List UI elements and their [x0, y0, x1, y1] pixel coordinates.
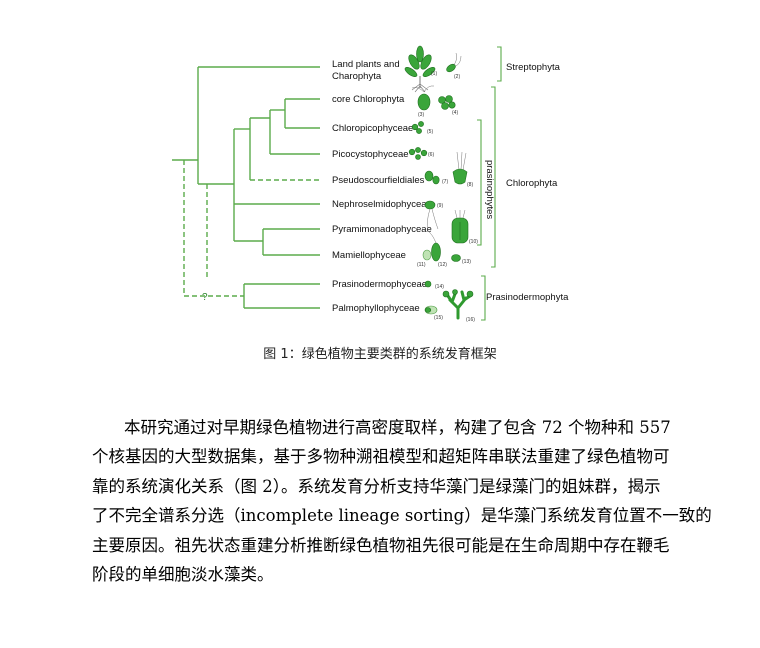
prasinodermophyta-bracket — [481, 276, 485, 320]
clade-label-prasinodermophyta: Prasinodermophyta — [486, 292, 569, 303]
paragraph-line: 了不完全谱系分选（incomplete lineage sorting）是华藻门… — [92, 501, 672, 530]
prasinophytes-bracket — [477, 120, 481, 245]
pseudoscourfield-cell-icon — [425, 171, 439, 184]
phylogeny-figure: ? Land plants and Charophyta core Chloro… — [0, 0, 760, 330]
taxon-label: Chloropicophyceae — [332, 123, 413, 134]
chloropico-cells-icon — [412, 121, 423, 133]
streptophyta-bracket — [497, 47, 501, 81]
figure-caption: 图 1：绿色植物主要类群的系统发育框架 — [0, 343, 760, 362]
taxon-label: Palmophyllophyceae — [332, 303, 420, 314]
illustration-number: (6) — [428, 152, 434, 158]
taxon-label: Charophyta — [332, 71, 382, 82]
mamiellophyceae-cells-icon — [423, 231, 441, 261]
taxon-labels: Land plants and Charophyta core Chloroph… — [332, 59, 432, 314]
pyramimonas-cell-icon — [452, 210, 468, 243]
ostreococcus-cell-icon — [452, 255, 461, 262]
illustration-number: (16) — [466, 317, 475, 323]
illustration-number: (10) — [469, 239, 478, 245]
paragraph-line: 主要原因。祖先状态重建分析推断绿色植物祖先很可能是在生命周期中存在鞭毛 — [92, 531, 672, 560]
picocysto-cells-icon — [409, 147, 427, 159]
paragraph-line: 阶段的单细胞淡水藻类。 — [92, 560, 672, 589]
illustration-number: (2) — [454, 74, 460, 80]
illustration-number: (5) — [427, 129, 433, 135]
paragraph-line: 本研究通过对早期绿色植物进行高密度取样，构建了包含 72 个物种和 557 — [92, 413, 672, 442]
illustration-number: (3) — [418, 112, 424, 118]
paragraph-line: 个核基因的大型数据集，基于多物种溯祖模型和超矩阵串联法重建了绿色植物可 — [92, 442, 672, 471]
taxon-label: Pyramimonadophyceae — [332, 224, 432, 235]
clade-label-prasinophytes: prasinophytes — [484, 160, 495, 219]
tree-branches — [172, 67, 320, 308]
taxon-label: Pseudoscourfieldiales — [332, 175, 425, 186]
paragraph-line: 靠的系统演化关系（图 2）。系统发育分析支持华藻门是绿藻门的姐妹群，揭示 — [92, 472, 672, 501]
illustration-number: (9) — [437, 203, 443, 209]
cell-cluster-icon — [439, 96, 456, 110]
taxon-label: Land plants and — [332, 59, 400, 70]
land-plant-icon — [404, 46, 437, 92]
prasinophyte-cell-icon — [453, 152, 467, 184]
taxon-label: Nephroselmidophyceae — [332, 199, 432, 210]
palmophyllum-cell-icon — [425, 306, 437, 314]
illustration-number: (7) — [442, 179, 448, 185]
illustration-number: (12) — [438, 262, 447, 268]
taxon-label: Mamiellophyceae — [332, 250, 406, 261]
taxon-label: core Chlorophyta — [332, 94, 405, 105]
branched-thallus-icon — [443, 290, 473, 319]
body-paragraph: 本研究通过对早期绿色植物进行高密度取样，构建了包含 72 个物种和 557 个核… — [92, 413, 672, 589]
clade-label-chlorophyta: Chlorophyta — [506, 178, 558, 189]
clade-label-streptophyta: Streptophyta — [506, 62, 561, 73]
illustration-number: (15) — [434, 315, 443, 321]
illustration-number: (1) — [431, 71, 437, 77]
taxon-label: Picocystophyceae — [332, 149, 409, 160]
illustration-number: (14) — [435, 284, 444, 290]
illustration-number: (4) — [452, 110, 458, 116]
uncertain-mark: ? — [202, 292, 208, 303]
prasinoderma-cell-icon — [425, 281, 431, 287]
charophyte-cell-icon — [445, 53, 461, 73]
phylogenetic-tree: ? Land plants and Charophyta core Chloro… — [0, 0, 760, 330]
illustration-number: (11) — [417, 262, 426, 268]
illustration-number: (8) — [467, 182, 473, 188]
illustration-number: (13) — [462, 259, 471, 265]
taxon-label: Prasinodermophyceae — [332, 279, 427, 290]
